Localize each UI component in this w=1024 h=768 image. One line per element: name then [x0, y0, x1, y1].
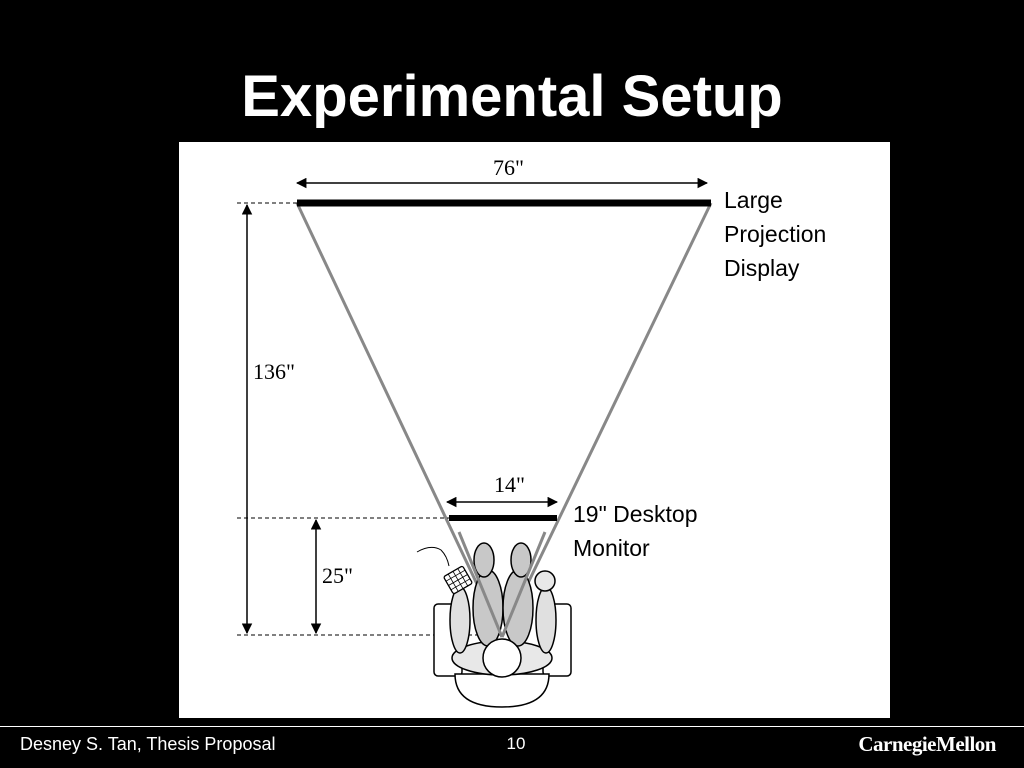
large-display-label-2: Projection	[724, 221, 826, 247]
sight-line-right-overlay	[500, 531, 547, 638]
sight-line-left-overlay	[457, 531, 504, 638]
foot-right	[510, 542, 532, 578]
foot-left	[473, 542, 495, 578]
monitor-label-2: Monitor	[573, 535, 650, 561]
seated-person-illustration	[416, 542, 572, 708]
monitor-label-1: 19" Desktop	[573, 501, 698, 527]
large-display-label-1: Large	[724, 187, 783, 213]
footer-divider	[0, 726, 1024, 727]
arm-right	[535, 586, 557, 654]
sight-line-right	[500, 202, 713, 638]
page-number: 10	[506, 734, 526, 753]
monitor-width-label: 14"	[494, 472, 525, 497]
leg-left	[472, 569, 504, 647]
head	[482, 638, 522, 678]
arm-left	[449, 586, 471, 654]
keypad-icon	[443, 565, 473, 595]
distance-large-label: 136"	[253, 359, 295, 384]
footer-author: Desney S. Tan, Thesis Proposal	[20, 734, 276, 754]
large-width-label: 76"	[493, 155, 524, 180]
leg-right	[502, 569, 534, 647]
chair-back	[454, 673, 550, 708]
hand-right	[534, 570, 556, 592]
carnegie-mellon-logo: CarnegieMellon	[858, 732, 996, 756]
sight-line-left	[295, 202, 504, 638]
slide-title: Experimental Setup	[241, 64, 783, 129]
large-display-label-3: Display	[724, 255, 800, 281]
keypad-cord	[416, 546, 450, 567]
setup-diagram-svg: 76" 136" 14" 25" Large Projection Displa…	[237, 155, 826, 708]
distance-monitor-label: 25"	[322, 563, 353, 588]
setup-diagram: 76" 136" 14" 25" Large Projection Displa…	[179, 142, 890, 718]
